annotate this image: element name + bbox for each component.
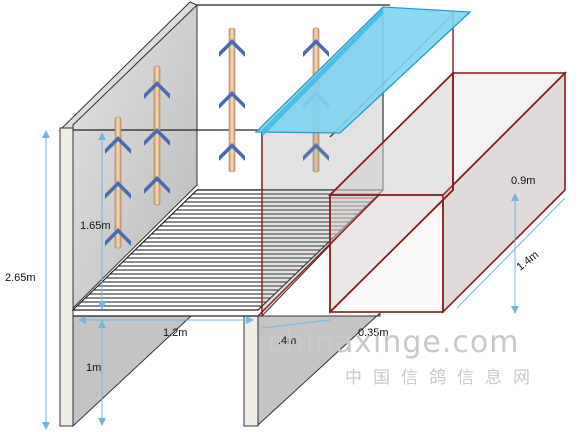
label-box-width: 0.35m	[358, 327, 389, 339]
water-tank-side	[262, 8, 383, 137]
floor-grate-slats	[77, 193, 379, 307]
label-total-height: 2.65m	[5, 272, 36, 284]
label-depth: 1.2m	[163, 327, 187, 339]
label-upper-height: 1.65m	[80, 220, 111, 232]
label-box-height: 0.9m	[511, 175, 535, 187]
lower-front-post	[243, 315, 259, 427]
dimension-arrowheads	[42, 130, 519, 430]
dimension-lines	[45, 132, 566, 428]
nest-box	[328, 71, 567, 314]
watermark-cjk: 中国信鸽信息网	[345, 368, 541, 388]
perch-post	[228, 27, 236, 173]
water-tank	[254, 6, 472, 137]
label-box-length: 1.4m	[514, 249, 541, 274]
water-tank-top	[254, 6, 472, 134]
left-wall-front-post	[59, 127, 74, 427]
perches	[105, 27, 329, 249]
label-lower-height: 1m	[86, 362, 101, 374]
label-slat-width: .4m	[278, 335, 296, 347]
watermark-latin: chinaxinge.com	[268, 325, 519, 360]
